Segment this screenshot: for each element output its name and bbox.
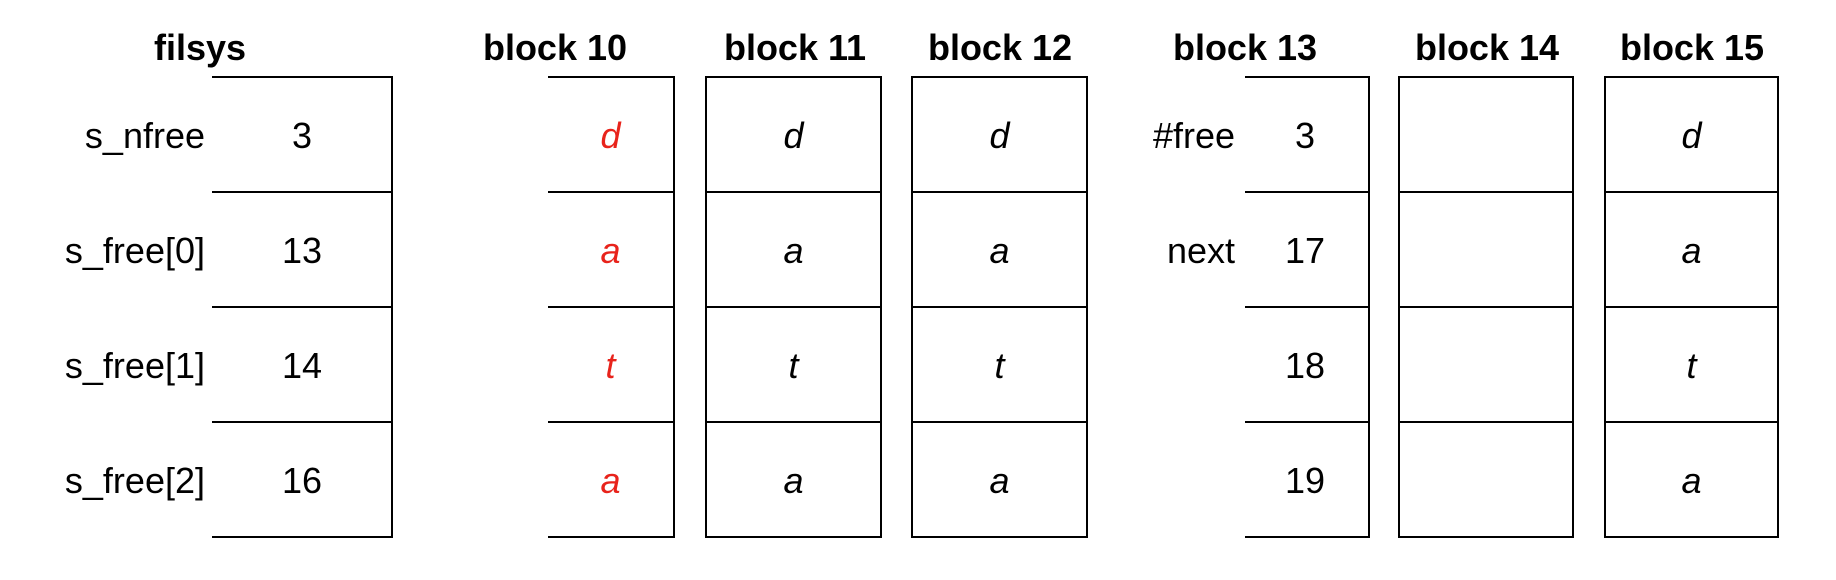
block-15-cell-2: t [1686, 345, 1697, 386]
block-11-cell-2: t [788, 345, 799, 386]
block-13-cell-3: 19 [1284, 460, 1326, 501]
row-divider [1606, 306, 1777, 308]
row-divider [1400, 191, 1572, 193]
block-10: d a t a [548, 76, 675, 538]
row-divider [913, 306, 1086, 308]
row-divider [548, 306, 673, 308]
filsys-label-s-nfree: s_nfree [84, 115, 205, 156]
block-13-cell-1: 17 [1284, 230, 1326, 271]
row-divider [212, 191, 391, 193]
filsys-title: filsys [153, 27, 247, 68]
filsys-value-s-free-0: 13 [281, 230, 323, 271]
block-15-cell-0: d [1681, 115, 1702, 156]
filsys-table: 3 13 14 16 [212, 76, 393, 538]
row-divider [1245, 191, 1368, 193]
block-14-cell-2 [1400, 308, 1572, 423]
row-divider [913, 421, 1086, 423]
block-11-cell-1: a [783, 230, 804, 271]
block-15-cell-3: a [1681, 460, 1702, 501]
block-12-cell-2: t [994, 345, 1005, 386]
block-15-cell-1: a [1681, 230, 1702, 271]
row-divider [1400, 306, 1572, 308]
block-10-cell-0: d [600, 115, 621, 156]
row-divider [548, 421, 673, 423]
block-10-cell-1: a [600, 230, 621, 271]
filsys-label-s-free-2: s_free[2] [64, 460, 205, 501]
block-12-title: block 12 [927, 27, 1073, 68]
block-10-cell-3: a [600, 460, 621, 501]
block-13-label-next: next [1166, 230, 1235, 271]
block-12-cell-3: a [989, 460, 1010, 501]
block-14-cell-3 [1400, 423, 1572, 538]
block-14-cell-1 [1400, 193, 1572, 308]
filsys-label-s-free-1: s_free[1] [64, 345, 205, 386]
row-divider [707, 191, 880, 193]
row-divider [913, 191, 1086, 193]
block-14 [1398, 76, 1574, 538]
row-divider [1606, 191, 1777, 193]
row-divider [212, 421, 391, 423]
row-divider [1245, 421, 1368, 423]
filsys-label-s-free-0: s_free[0] [64, 230, 205, 271]
row-divider [1606, 421, 1777, 423]
filsys-value-s-free-1: 14 [281, 345, 323, 386]
block-13-cell-2: 18 [1284, 345, 1326, 386]
block-12-cell-1: a [989, 230, 1010, 271]
row-divider [707, 421, 880, 423]
row-divider [707, 306, 880, 308]
block-12-cell-0: d [989, 115, 1010, 156]
row-divider [212, 306, 391, 308]
row-divider [1245, 306, 1368, 308]
block-14-cell-0 [1400, 78, 1572, 193]
block-11-cell-3: a [783, 460, 804, 501]
block-11-title: block 11 [723, 27, 867, 68]
row-divider [1400, 421, 1572, 423]
block-11: d a t a [705, 76, 882, 538]
block-13-label-free: #free [1152, 115, 1235, 156]
block-15: d a t a [1604, 76, 1779, 538]
block-13-cell-0: 3 [1294, 115, 1316, 156]
filsys-value-s-free-2: 16 [281, 460, 323, 501]
block-14-title: block 14 [1414, 27, 1560, 68]
block-11-cell-0: d [783, 115, 804, 156]
block-10-cell-2: t [605, 345, 616, 386]
block-13-title: block 13 [1172, 27, 1318, 68]
block-13: 3 17 18 19 [1245, 76, 1370, 538]
block-15-title: block 15 [1619, 27, 1765, 68]
row-divider [548, 191, 673, 193]
block-12: d a t a [911, 76, 1088, 538]
filsys-value-s-nfree: 3 [291, 115, 313, 156]
block-10-title: block 10 [482, 27, 628, 68]
